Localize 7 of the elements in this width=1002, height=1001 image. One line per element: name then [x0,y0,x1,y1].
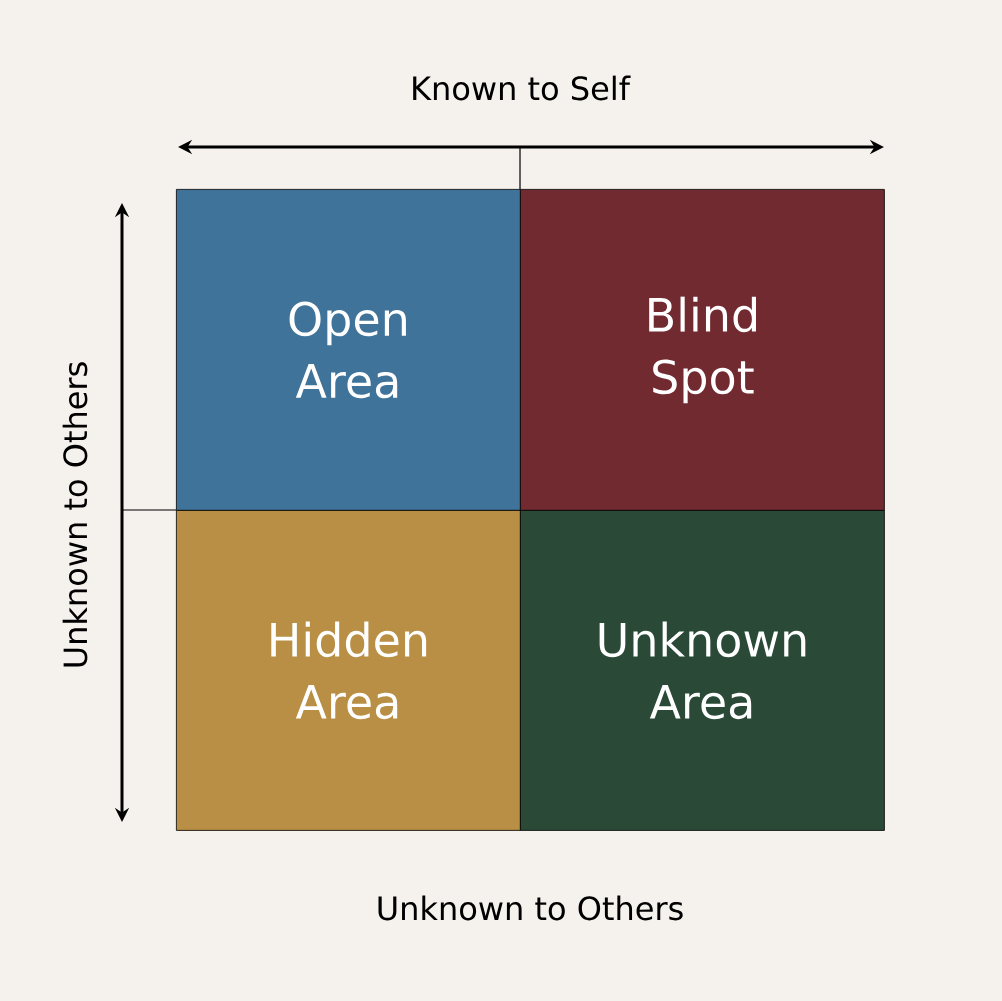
quadrant-box: Hidden Area [176,510,521,831]
axis-label: Unknown to Others [62,362,88,667]
axis-label: Unknown to Others [378,895,683,921]
quadrant-box: Unknown Area [520,510,885,831]
axis-label: Known to Self [413,75,631,101]
quadrant-box: Blind Spot [520,189,885,511]
quadrant-box: Open Area [176,189,521,511]
